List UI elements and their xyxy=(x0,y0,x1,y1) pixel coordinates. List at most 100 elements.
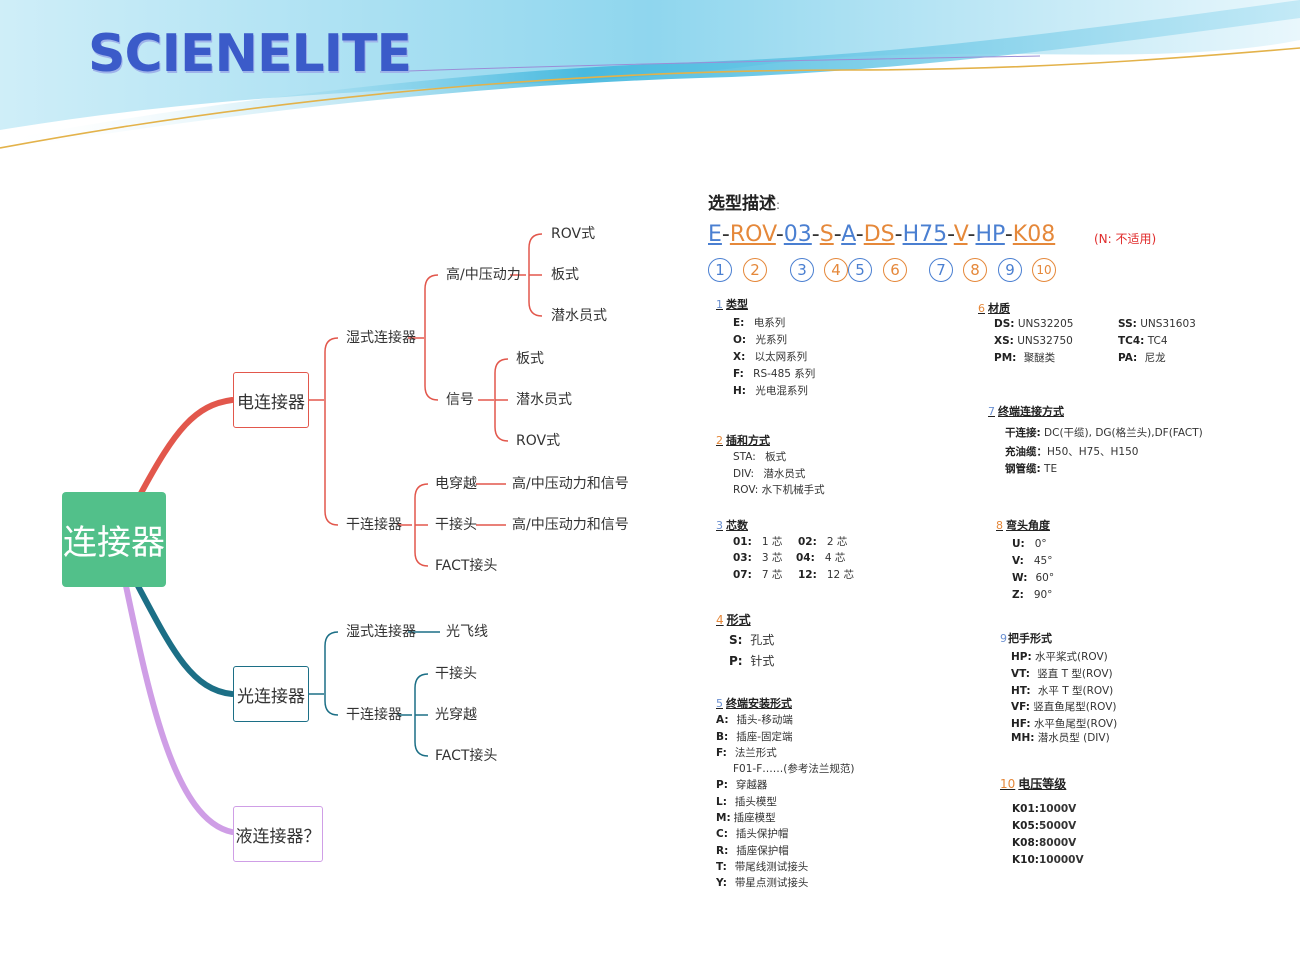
s9-row: VT: 竖直 T 型(ROV) xyxy=(1011,668,1113,680)
s5-row: B:插座-固定端 xyxy=(716,731,793,743)
s7-row: 干连接: DC(干缆), DG(格兰头),DF(FACT) xyxy=(1005,427,1203,439)
s1-row: F: RS-485 系列 xyxy=(733,368,816,380)
node-liquid-connector: 液连接器？ xyxy=(233,806,323,862)
s2-row: ROV: 水下机械手式 xyxy=(733,484,825,496)
code-sep: - xyxy=(721,222,730,247)
code-part-6: DS xyxy=(863,222,895,247)
s3-row: 04:4 芯 xyxy=(796,552,846,564)
s6-row: SS: UNS31603 xyxy=(1118,318,1196,330)
s3-row: 01:1 芯 xyxy=(733,536,783,548)
node-signal-plate: 板式 xyxy=(516,351,544,367)
s2-row: STA: 板式 xyxy=(733,451,787,463)
node-high-plate: 板式 xyxy=(551,267,579,283)
section-4-title: 形式 xyxy=(726,613,751,627)
node-optical-dry: 干连接器 xyxy=(346,707,402,723)
s1-row: X: 以太网系列 xyxy=(733,351,808,363)
code-index-10: 10 xyxy=(1032,258,1056,282)
spec-title-text: 选型描述 xyxy=(708,194,776,214)
node-optical-flying-lead: 光飞线 xyxy=(446,624,488,640)
code-index-6: 6 xyxy=(883,258,907,282)
brand-logo: SCIENELITE xyxy=(88,24,412,84)
code-sep: - xyxy=(1004,222,1013,247)
s3-row: 12:12 芯 xyxy=(798,569,855,581)
code-index-3: 3 xyxy=(790,258,814,282)
s6-row: TC4: TC4 xyxy=(1118,335,1168,347)
s1-row: E: 电系列 xyxy=(733,317,786,329)
branch-liquid xyxy=(123,583,235,835)
section-5-title: 终端安装形式 xyxy=(726,697,792,710)
node-signal-rov: ROV式 xyxy=(516,433,561,449)
spec-panel xyxy=(662,183,1240,895)
code-part-2: ROV xyxy=(729,222,776,247)
s7-row: 钢管缆: TE xyxy=(1005,463,1058,475)
s6-row: PA: 尼龙 xyxy=(1118,352,1166,364)
code-sep: - xyxy=(833,222,842,247)
s10-row: K08:8000V xyxy=(1012,837,1077,849)
node-signal-diver: 潜水员式 xyxy=(516,392,572,408)
s6-row: XS: UNS32750 xyxy=(994,335,1073,347)
s9-row: MH: 潜水员型 (DIV) xyxy=(1011,732,1110,744)
code-part-10: K08 xyxy=(1012,222,1056,247)
section-8-title: 弯头角度 xyxy=(1006,519,1050,532)
s5-row: P:穿越器 xyxy=(716,779,768,791)
section-1-number: 1 xyxy=(716,298,723,311)
node-electric-wet-signal: 信号 xyxy=(446,392,474,408)
section-6-number: 6 xyxy=(978,302,985,315)
node-high-diver: 潜水员式 xyxy=(551,308,607,324)
s7-row: 充油缆：H50、H75、H150 xyxy=(1005,446,1139,458)
s9-row: HP: 水平桨式(ROV) xyxy=(1011,651,1108,663)
s5-row: F01-F……(参考法兰规范) xyxy=(733,763,855,775)
s8-row: Z:90° xyxy=(1012,589,1053,601)
s5-row: A:插头-移动端 xyxy=(716,714,793,726)
code-sep: - xyxy=(855,222,864,247)
code-part-3: 03 xyxy=(783,222,812,247)
s8-row: W:60° xyxy=(1012,572,1055,584)
s6-row: PM: 聚醚类 xyxy=(994,352,1056,364)
code-part-5: A xyxy=(841,222,856,247)
s3-row: 02:2 芯 xyxy=(798,536,848,548)
s4-row: P: 针式 xyxy=(729,654,775,668)
s4-row: S: 孔式 xyxy=(729,633,775,647)
node-penetrator-item: 高/中压动力和信号 xyxy=(512,476,629,492)
s5-row: L:插头模型 xyxy=(716,796,777,808)
s5-row: C:插头保护帽 xyxy=(716,828,789,840)
section-9-heading: 9把手形式 xyxy=(1000,633,1052,644)
s6-row: DS: UNS32205 xyxy=(994,318,1074,330)
branch-electric xyxy=(137,397,235,498)
s5-row: M:插座模型 xyxy=(716,812,776,824)
s5-row: F:法兰形式 xyxy=(716,747,777,759)
section-7-number: 7 xyxy=(988,405,995,418)
section-5-number: 5 xyxy=(716,697,723,710)
code-index-2: 2 xyxy=(743,258,767,282)
section-8-number: 8 xyxy=(996,519,1003,532)
section-3-title: 芯数 xyxy=(726,519,748,532)
s10-row: K01:1000V xyxy=(1012,803,1077,815)
node-electric-dryplug: 干接头 xyxy=(435,517,477,533)
node-optical-connector: 光连接器 xyxy=(233,666,309,722)
s5-row: T:带尾线测试接头 xyxy=(716,861,809,873)
s8-row: V:45° xyxy=(1012,555,1053,567)
node-electric-fact: FACT接头 xyxy=(435,558,498,574)
node-electric-penetrator: 电穿越 xyxy=(435,476,477,492)
node-high-rov: ROV式 xyxy=(551,226,596,242)
code-sep: - xyxy=(947,222,954,247)
section-3-number: 3 xyxy=(716,519,723,532)
code-index-9: 9 xyxy=(998,258,1022,282)
s10-row: K10:10000V xyxy=(1012,854,1084,866)
code-part-1: E xyxy=(708,222,722,247)
node-optical-dryplug: 干接头 xyxy=(435,666,477,682)
section-6-title: 材质 xyxy=(988,302,1010,315)
node-electric-wet: 湿式连接器 xyxy=(346,330,416,346)
header-wave-decoration xyxy=(0,0,1300,150)
s1-row: O: 光系列 xyxy=(733,334,787,346)
s9-row: HT: 水平 T 型(ROV) xyxy=(1011,685,1114,697)
